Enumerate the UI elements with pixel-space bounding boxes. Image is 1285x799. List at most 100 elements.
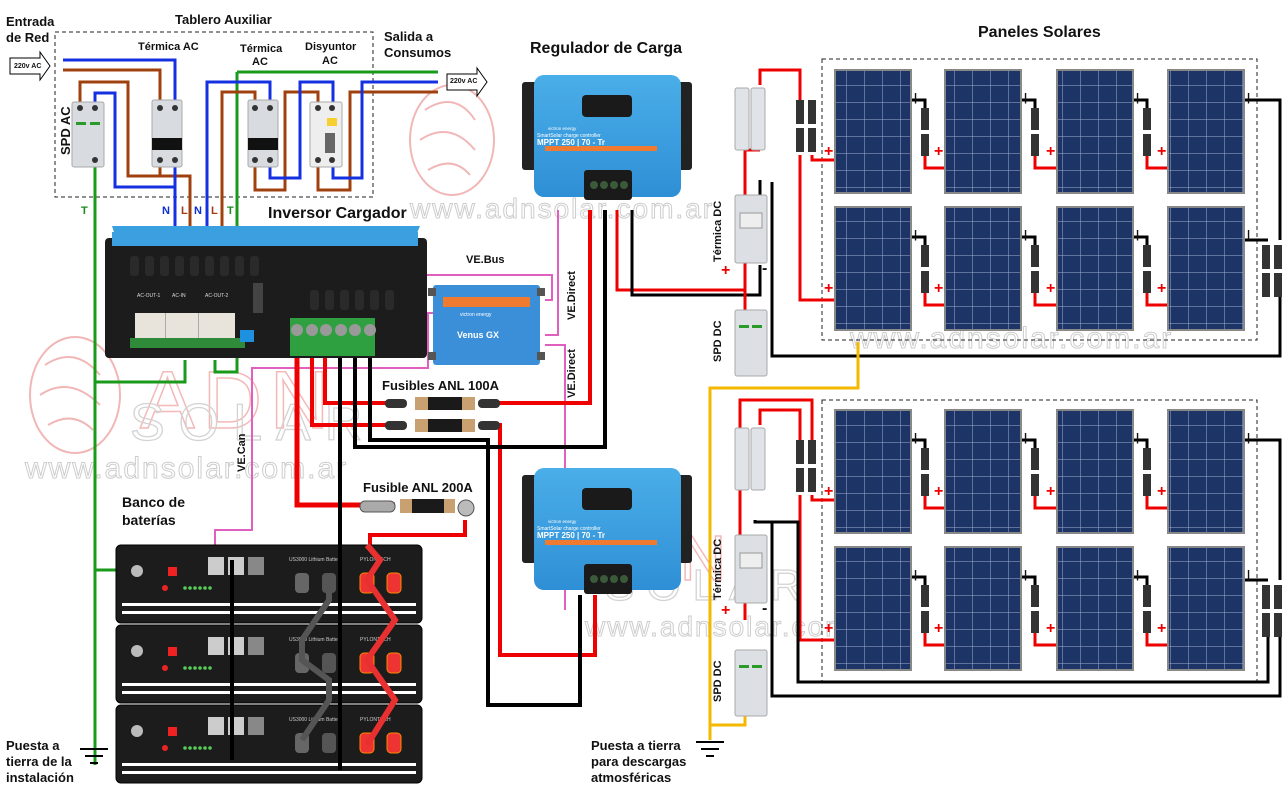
inverter-charger-device	[105, 226, 427, 358]
spd-line-wire	[78, 80, 192, 340]
aux-board-enclosure	[54, 31, 374, 198]
mc4-connector-icon	[1031, 448, 1039, 470]
mc4-connector-icon	[1031, 585, 1039, 607]
panel-positive-lead	[1033, 292, 1057, 307]
lightning-ground-label-2: para descargas	[591, 754, 687, 769]
install-ground-label-2: tierra de la	[6, 754, 72, 769]
mc4-connector-icon	[1031, 245, 1039, 267]
panel-positive-lead	[1145, 632, 1168, 647]
mc4-connector-icon	[1274, 245, 1282, 269]
panel-positive-lead	[923, 292, 945, 307]
mc4-connector-icon	[1262, 585, 1270, 609]
battery-brand-label: PYLONTECH	[360, 637, 391, 643]
spd-ac-label: SPD AC	[58, 106, 73, 155]
mc4-connector-icon	[796, 468, 804, 492]
panel-negative-lead	[911, 575, 927, 587]
mc4-connector-icon	[1031, 611, 1039, 633]
spd-ac-device	[71, 101, 105, 168]
fuses-100a-label: Fusibles ANL 100A	[382, 378, 500, 393]
output-voltage-label: 220v AC	[450, 78, 478, 85]
panel-positive-sign: +	[1046, 483, 1056, 500]
terminal-neutral-label: N	[162, 205, 170, 217]
panel-positive-sign: +	[934, 143, 944, 160]
output-line-wire	[316, 90, 438, 192]
mc4-connector-icon	[1262, 245, 1270, 269]
mc4-connector-icon	[921, 448, 929, 470]
venus-gx-device	[428, 285, 545, 365]
panel-positive-sign: +	[934, 280, 944, 297]
mppt-2-model: MPPT 250 | 70 - Tr	[537, 531, 605, 540]
panel-negative-sign: |	[914, 92, 918, 104]
battery-brand-label: PYLONTECH	[360, 717, 391, 723]
mppt-2-brand: victron energy	[548, 519, 577, 524]
battery-bank-label-2: baterías	[122, 512, 176, 528]
solar-panel	[944, 69, 1022, 194]
mc4-connector-icon	[1143, 585, 1151, 607]
ve-bus-label: VE.Bus	[466, 254, 505, 266]
panel-negative-lead	[1021, 235, 1037, 247]
fuse-200a-label: Fusible ANL 200A	[363, 480, 473, 495]
ve-direct-label-2: VE.Direct	[566, 349, 578, 398]
terminal-line-label: L	[211, 205, 218, 217]
panel-positive-sign: +	[934, 483, 944, 500]
mc4-connector-icon	[1143, 108, 1151, 130]
terminal-line-label: L	[181, 205, 188, 217]
mc4-connector-icon	[1274, 273, 1282, 297]
mc4-connector-icon	[808, 440, 816, 464]
rcd-label-2: AC	[322, 55, 338, 67]
panel-positive-lead	[1033, 495, 1057, 510]
port-ac-in-label: AC-IN	[172, 293, 186, 299]
input-neutral-wire	[63, 58, 177, 108]
breaker-ac-1-label: Térmica AC	[138, 41, 199, 53]
mppt1-negative	[353, 210, 607, 449]
solar-panel	[1056, 69, 1134, 194]
panel-negative-lead	[1133, 575, 1149, 587]
battery-model-label: US3000 Lithium Battery	[289, 557, 342, 563]
panel-positive-sign: +	[1157, 483, 1167, 500]
dc-positive-sign: +	[721, 602, 731, 619]
battery-positive-jumper	[363, 543, 399, 747]
output-label-1: Salida a	[384, 29, 434, 44]
panel-negative-sign: |	[1024, 92, 1028, 104]
panel-negative-lead	[911, 98, 927, 110]
ve-direct-cable-1	[545, 210, 559, 336]
mc4-connector-icon	[1143, 134, 1151, 156]
watermark-url-text: www.adnsolar.com.ar	[24, 452, 348, 485]
panel-negative-lead	[1021, 575, 1037, 587]
mc4-connector-icon	[1274, 585, 1282, 609]
panel-negative-lead	[1021, 98, 1037, 110]
mppt2-negative	[368, 350, 582, 707]
solar-panel	[944, 546, 1022, 671]
panel-negative-sign: |	[1136, 229, 1140, 241]
solar-panel	[1167, 546, 1245, 671]
battery-module: US3000 Lithium Battery PYLONTECH	[115, 624, 423, 704]
mc4-connector-icon	[921, 585, 929, 607]
solar-panels	[834, 69, 1245, 671]
mc4-connector-icon	[1031, 134, 1039, 156]
panel-positive-sign: +	[1157, 143, 1167, 160]
battery-model-label: US3000 Lithium Battery	[289, 637, 342, 643]
install-ground-label-1: Puesta a	[6, 738, 60, 753]
panel-positive-sign: +	[934, 620, 944, 637]
panel-positive-sign: +	[1157, 280, 1167, 297]
panel-positive-sign: +	[1046, 280, 1056, 297]
mc4-connector-icon	[808, 468, 816, 492]
ve-direct-label-1: VE.Direct	[566, 271, 578, 320]
panel-positive-lead	[1145, 495, 1168, 510]
solar-panel	[1167, 409, 1245, 534]
panel-negative-lead	[911, 235, 927, 247]
panel-positive-lead	[923, 155, 945, 170]
mc4-connector-icon	[1143, 611, 1151, 633]
mc4-connector-icon	[1143, 448, 1151, 470]
mc4-connector-icon	[921, 108, 929, 130]
panel-negative-sign: |	[914, 432, 918, 444]
anl-fuse-200a	[359, 499, 475, 517]
mc4-connector-icon	[1031, 474, 1039, 496]
anl-fuse-100a-1	[385, 397, 500, 410]
breaker-ac-2-device	[247, 99, 279, 168]
ac-wiring	[63, 58, 438, 765]
mc4-connector-icon	[1262, 273, 1270, 297]
panel-negative-sign: |	[1024, 229, 1028, 241]
mc4-connector-icon	[808, 128, 816, 152]
